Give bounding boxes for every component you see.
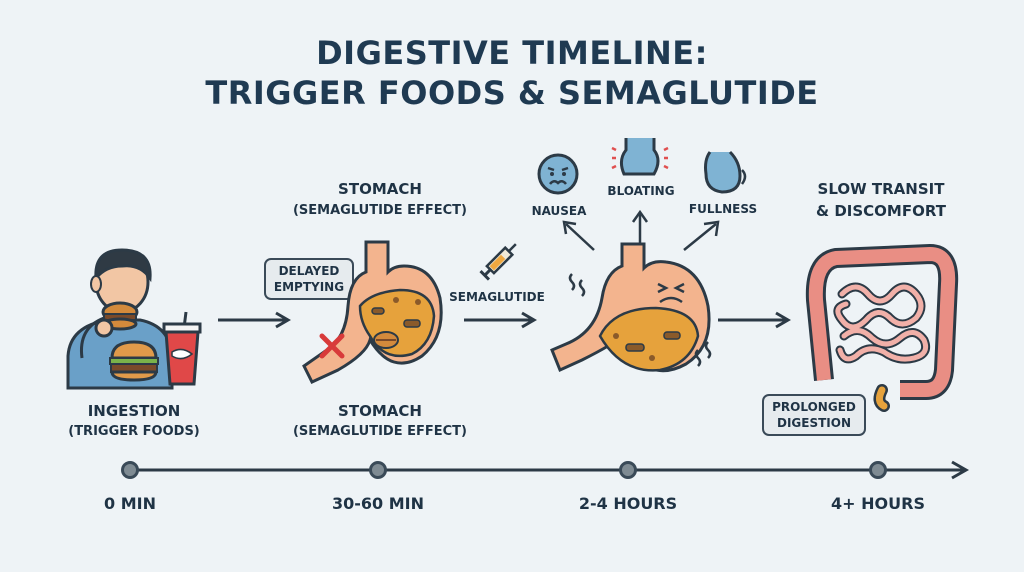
page-title-line-2: TRIGGER FOODS & SEMAGLUTIDE xyxy=(205,74,819,112)
burger-icon xyxy=(109,340,159,382)
soda-cup-icon xyxy=(162,311,202,386)
person-eating-burger-icon xyxy=(66,248,174,390)
semaglutide-label: SEMAGLUTIDE xyxy=(449,290,545,304)
red-x-icon xyxy=(319,333,345,359)
arrow-right-icon xyxy=(464,311,537,329)
syringe-icon xyxy=(479,243,517,281)
prolonged-digestion-callout: PROLONGED DIGESTION xyxy=(762,394,866,436)
stomach-icon xyxy=(550,242,712,373)
timeline-dot-3 xyxy=(869,461,887,479)
timeline-dot-0 xyxy=(121,461,139,479)
stomach-bottom-title: STOMACH xyxy=(338,402,422,420)
arrow-right-icon xyxy=(218,311,291,329)
timeline-dot-1 xyxy=(369,461,387,479)
intestines-icon xyxy=(805,244,959,412)
fullness-label: FULLNESS xyxy=(688,202,758,216)
timeline-tick-3: 4+ HOURS xyxy=(831,494,925,513)
prolonged-digestion-line2: DIGESTION xyxy=(776,416,851,430)
arrow-right-icon xyxy=(718,311,791,329)
stomach-icon xyxy=(302,240,443,384)
timeline-tick-0: 0 MIN xyxy=(104,494,156,513)
slow-transit-title: SLOW TRANSIT xyxy=(817,180,945,198)
bloated-belly-icon xyxy=(611,138,669,176)
delayed-emptying-line2: EMPTYING xyxy=(273,280,345,294)
timeline-dot-2 xyxy=(619,461,637,479)
slow-transit-subtitle: & DISCOMFORT xyxy=(816,202,946,220)
prolonged-digestion-line1: PROLONGED xyxy=(772,400,856,414)
delayed-emptying-callout: DELAYED EMPTYING xyxy=(264,258,354,300)
bloating-label: BLOATING xyxy=(607,184,675,198)
stomach-top-title: STOMACH xyxy=(338,180,422,198)
timeline-axis xyxy=(128,460,970,480)
timeline-tick-1: 30-60 MIN xyxy=(331,494,424,513)
delayed-emptying-line1: DELAYED xyxy=(278,264,340,278)
stomach-bottom-subtitle: (SEMAGLUTIDE EFFECT) xyxy=(292,424,467,439)
timeline-tick-2: 2-4 HOURS xyxy=(578,494,678,513)
symptom-arrows xyxy=(562,209,720,251)
ingestion-subtitle: (TRIGGER FOODS) xyxy=(68,424,200,439)
stomach-top-subtitle: (SEMAGLUTIDE EFFECT) xyxy=(292,203,467,218)
nausea-label: NAUSEA xyxy=(531,204,587,218)
page-title-line-1: DIGESTIVE TIMELINE: xyxy=(316,34,708,72)
ingestion-title: INGESTION xyxy=(87,402,181,420)
nauseous-face-icon xyxy=(537,153,579,195)
full-belly-icon xyxy=(704,150,747,194)
